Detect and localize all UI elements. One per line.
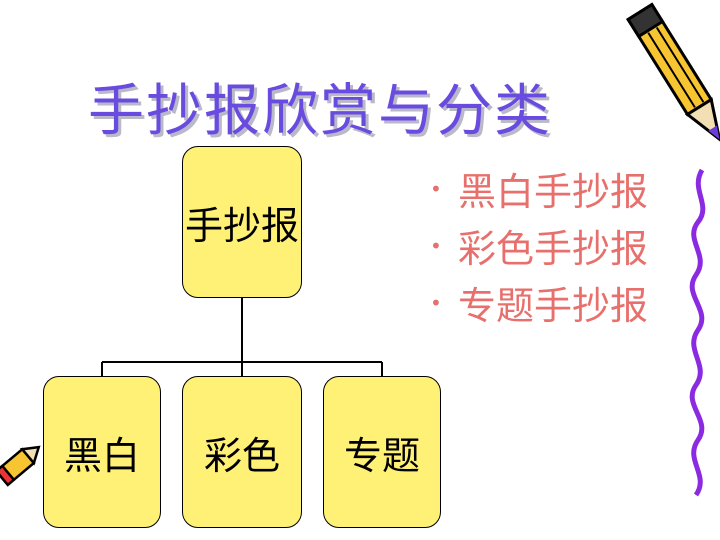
bullet-text: 专题手抄报 [458,284,649,328]
bullet-item: • 彩色手抄报 [430,217,648,274]
node-black-white: 黑白 [43,376,161,528]
bullet-dot-icon: • [430,290,442,315]
bullet-dot-icon: • [430,233,442,258]
bullet-text: 彩色手抄报 [458,227,649,271]
bullet-dot-icon: • [430,176,442,201]
bullet-item: • 黑白手抄报 [430,160,648,217]
page-title: 手抄报欣赏与分类 [88,79,552,144]
bullet-item: • 专题手抄报 [430,274,648,331]
node-root: 手抄报 [182,146,302,298]
node-topic: 专题 [323,376,441,528]
bullet-text: 黑白手抄报 [458,170,649,214]
bullet-list: • 黑白手抄报 • 彩色手抄报 • 专题手抄报 [430,160,648,331]
node-color: 彩色 [182,376,302,528]
